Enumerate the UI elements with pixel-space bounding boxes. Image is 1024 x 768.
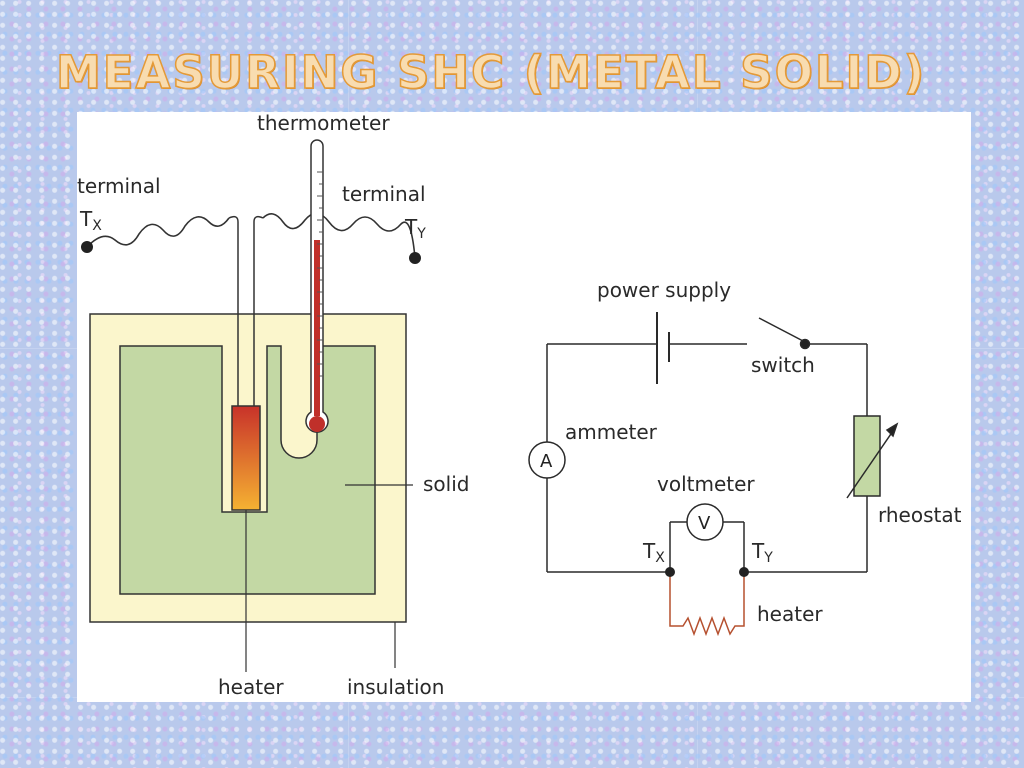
terminal-tx-label: TX [79, 207, 102, 234]
heater-label-right: heater [757, 602, 823, 626]
heater-resistor [669, 572, 745, 637]
circuit-labels: A V power supply switch ammeter voltmete… [540, 278, 962, 626]
terminal-right-label: terminal [342, 182, 426, 206]
circuit-tx-sub: X [655, 550, 665, 566]
ty-sub: Y [416, 226, 426, 242]
power-supply-label: power supply [597, 278, 731, 302]
shc-diagram: thermometer terminal TX terminal TY soli… [77, 112, 962, 699]
switch-label: switch [751, 353, 815, 377]
thermometer-bulb [309, 416, 325, 432]
thermometer-mercury [314, 240, 320, 416]
terminal-ty-label: TY [404, 215, 426, 242]
ty-main: T [404, 215, 418, 239]
terminal-left-label: terminal [77, 174, 161, 198]
circuit-ty-main: T [751, 539, 765, 563]
voltmeter-symbol-label: V [698, 513, 711, 534]
rheostat-arrow [846, 427, 896, 499]
terminal-tx-dot [81, 241, 93, 253]
rheostat-arrowhead [885, 422, 899, 438]
circuit [528, 312, 899, 637]
circuit-tx-main: T [642, 539, 656, 563]
circuit-ty-sub: Y [763, 550, 773, 566]
heater-lead-left [228, 215, 239, 406]
terminal-ty-dot [409, 252, 421, 264]
voltmeter-label: voltmeter [657, 472, 755, 496]
tx-main: T [79, 207, 93, 231]
thermometer-scale [317, 171, 323, 377]
solid-label: solid [423, 472, 469, 496]
circuit-ty-node [739, 567, 749, 577]
coil-wire-right [262, 212, 416, 259]
coil-wire-left [86, 216, 230, 248]
circuit-ty-label: TY [751, 539, 773, 566]
heater-element [231, 405, 261, 511]
ammeter-label: ammeter [565, 420, 658, 444]
thermometer-label: thermometer [257, 112, 390, 135]
circuit-tx-label: TX [642, 539, 665, 566]
tx-sub: X [92, 218, 102, 234]
ammeter-symbol-label: A [540, 451, 553, 472]
rheostat-label: rheostat [878, 503, 962, 527]
switch-contact [799, 338, 811, 350]
heater-lead-right [253, 215, 264, 406]
insulation-label: insulation [347, 675, 444, 699]
switch-arm [758, 317, 806, 343]
apparatus: thermometer terminal TX terminal TY soli… [77, 112, 469, 699]
diagram-panel: thermometer terminal TX terminal TY soli… [77, 112, 971, 702]
heater-label-left: heater [218, 675, 284, 699]
circuit-tx-node [665, 567, 675, 577]
slide-title: MEASURING SHC (METAL SOLID) [55, 45, 927, 100]
